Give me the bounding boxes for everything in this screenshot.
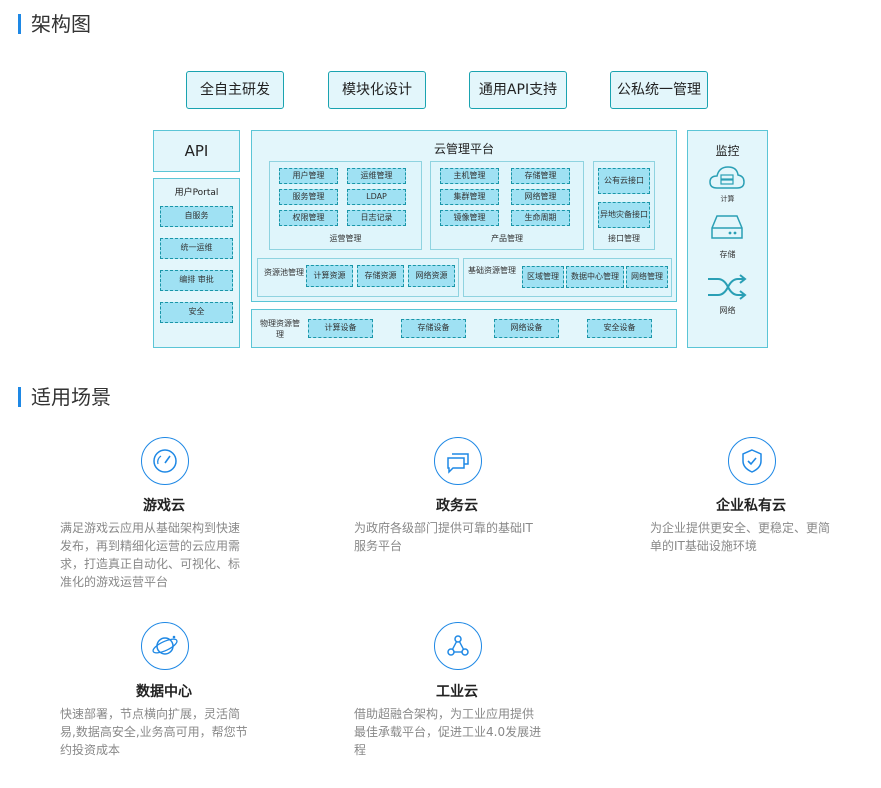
scenario-title: 政务云 bbox=[436, 498, 478, 514]
api-panel: API bbox=[153, 130, 240, 172]
planet-icon bbox=[141, 622, 189, 670]
section-title-architecture: 架构图 bbox=[18, 14, 91, 34]
base-resource-item: 数据中心管理 bbox=[566, 266, 624, 288]
product-item: 生命周期 bbox=[511, 210, 570, 226]
resource-pool-item: 计算资源 bbox=[306, 265, 353, 287]
scenario-desc: 满足游戏云应用从基础架构到快速发布，再到精细化运营的云应用需求，打造真正自动化、… bbox=[60, 521, 241, 589]
base-resource-group: 基础资源管理 区域管理 数据中心管理 网络管理 bbox=[463, 258, 672, 297]
chat-icon bbox=[434, 437, 482, 485]
physical-resource-item: 计算设备 bbox=[308, 319, 373, 338]
section-title-scenarios: 适用场景 bbox=[18, 387, 111, 407]
cloud-server-icon bbox=[709, 166, 745, 189]
physical-resource-item: 存储设备 bbox=[401, 319, 466, 338]
network-nodes-icon bbox=[434, 622, 482, 670]
portal-item: 统一运维 bbox=[160, 238, 233, 259]
feature-box: 公私统一管理 bbox=[610, 71, 708, 109]
speedometer-icon bbox=[141, 437, 189, 485]
ops-item: 服务管理 bbox=[279, 189, 338, 205]
scenario-title: 游戏云 bbox=[143, 498, 185, 514]
base-resource-item: 网络管理 bbox=[626, 266, 668, 288]
ops-item: 日志记录 bbox=[347, 210, 406, 226]
product-group: 主机管理 存储管理 集群管理 网络管理 镜像管理 生命周期 产品管理 bbox=[430, 161, 584, 250]
ops-item: 运维管理 bbox=[347, 168, 406, 184]
scenario-title: 数据中心 bbox=[136, 684, 192, 700]
monitor-title: 监控 bbox=[715, 144, 740, 158]
physical-resource-item: 网络设备 bbox=[494, 319, 559, 338]
product-item: 网络管理 bbox=[511, 189, 570, 205]
product-item: 存储管理 bbox=[511, 168, 570, 184]
resource-pool-item: 网络资源 bbox=[408, 265, 455, 287]
product-item: 镜像管理 bbox=[440, 210, 499, 226]
interface-item: 异地灾备接口 bbox=[598, 202, 650, 228]
scenario-title: 工业云 bbox=[436, 684, 478, 700]
scenario-desc: 为企业提供更安全、更稳定、更简单的IT基础设施环境 bbox=[650, 521, 831, 553]
ops-group: 用户管理 运维管理 服务管理 LDAP 权限管理 日志记录 运营管理 bbox=[269, 161, 422, 250]
portal-item: 自服务 bbox=[160, 206, 233, 227]
ops-item: 用户管理 bbox=[279, 168, 338, 184]
ops-caption: 运营管理 bbox=[329, 234, 362, 243]
api-label: API bbox=[184, 142, 209, 160]
resource-pool-item: 存储资源 bbox=[357, 265, 404, 287]
interface-caption: 接口管理 bbox=[608, 234, 640, 243]
product-item: 主机管理 bbox=[440, 168, 499, 184]
base-resource-label: 基础资源管理 bbox=[468, 266, 516, 275]
interface-item: 公有云接口 bbox=[598, 168, 650, 194]
base-resource-item: 区域管理 bbox=[522, 266, 564, 288]
user-portal-panel: 用户Portal 自服务 统一运维 编排 审批 安全 bbox=[153, 178, 240, 348]
monitor-item-label: 存储 bbox=[719, 250, 736, 259]
physical-resource-label: 物理资源管理 bbox=[260, 319, 300, 339]
monitor-item-label: 计算 bbox=[720, 195, 735, 203]
monitor-panel: 监控 计算 存储 网络 bbox=[687, 130, 768, 348]
shield-check-icon bbox=[728, 437, 776, 485]
network-shuffle-icon bbox=[708, 274, 747, 300]
portal-title: 用户Portal bbox=[174, 188, 219, 198]
feature-box: 全自主研发 bbox=[186, 71, 284, 109]
platform-title: 云管理平台 bbox=[433, 142, 494, 156]
product-caption: 产品管理 bbox=[491, 234, 523, 243]
interface-group: 公有云接口 异地灾备接口 接口管理 bbox=[593, 161, 655, 250]
feature-box: 模块化设计 bbox=[328, 71, 426, 109]
physical-resource-item: 安全设备 bbox=[587, 319, 652, 338]
ops-item: 权限管理 bbox=[279, 210, 338, 226]
scenario-desc: 借助超融合架构，为工业应用提供最佳承载平台，促进工业4.0发展进程 bbox=[354, 707, 542, 757]
storage-drive-icon bbox=[711, 215, 743, 239]
feature-box: 通用API支持 bbox=[469, 71, 567, 109]
portal-item: 安全 bbox=[160, 302, 233, 323]
resource-pool-label: 资源池管理 bbox=[264, 268, 304, 277]
physical-resource-panel: 物理资源管理 计算设备 存储设备 网络设备 安全设备 bbox=[251, 309, 677, 348]
ops-item: LDAP bbox=[347, 189, 406, 205]
portal-item: 编排 审批 bbox=[160, 270, 233, 291]
product-item: 集群管理 bbox=[440, 189, 499, 205]
resource-pool-group: 资源池管理 计算资源 存储资源 网络资源 bbox=[257, 258, 459, 297]
scenario-desc: 快速部署，节点横向扩展，灵活简易,数据高安全,业务高可用，帮您节约投资成本 bbox=[60, 707, 248, 757]
scenario-title: 企业私有云 bbox=[716, 498, 786, 514]
cloud-platform-panel: 云管理平台 用户管理 运维管理 服务管理 LDAP 权限管理 日志记录 运营管理… bbox=[251, 130, 677, 302]
monitor-item-label: 网络 bbox=[719, 306, 736, 315]
